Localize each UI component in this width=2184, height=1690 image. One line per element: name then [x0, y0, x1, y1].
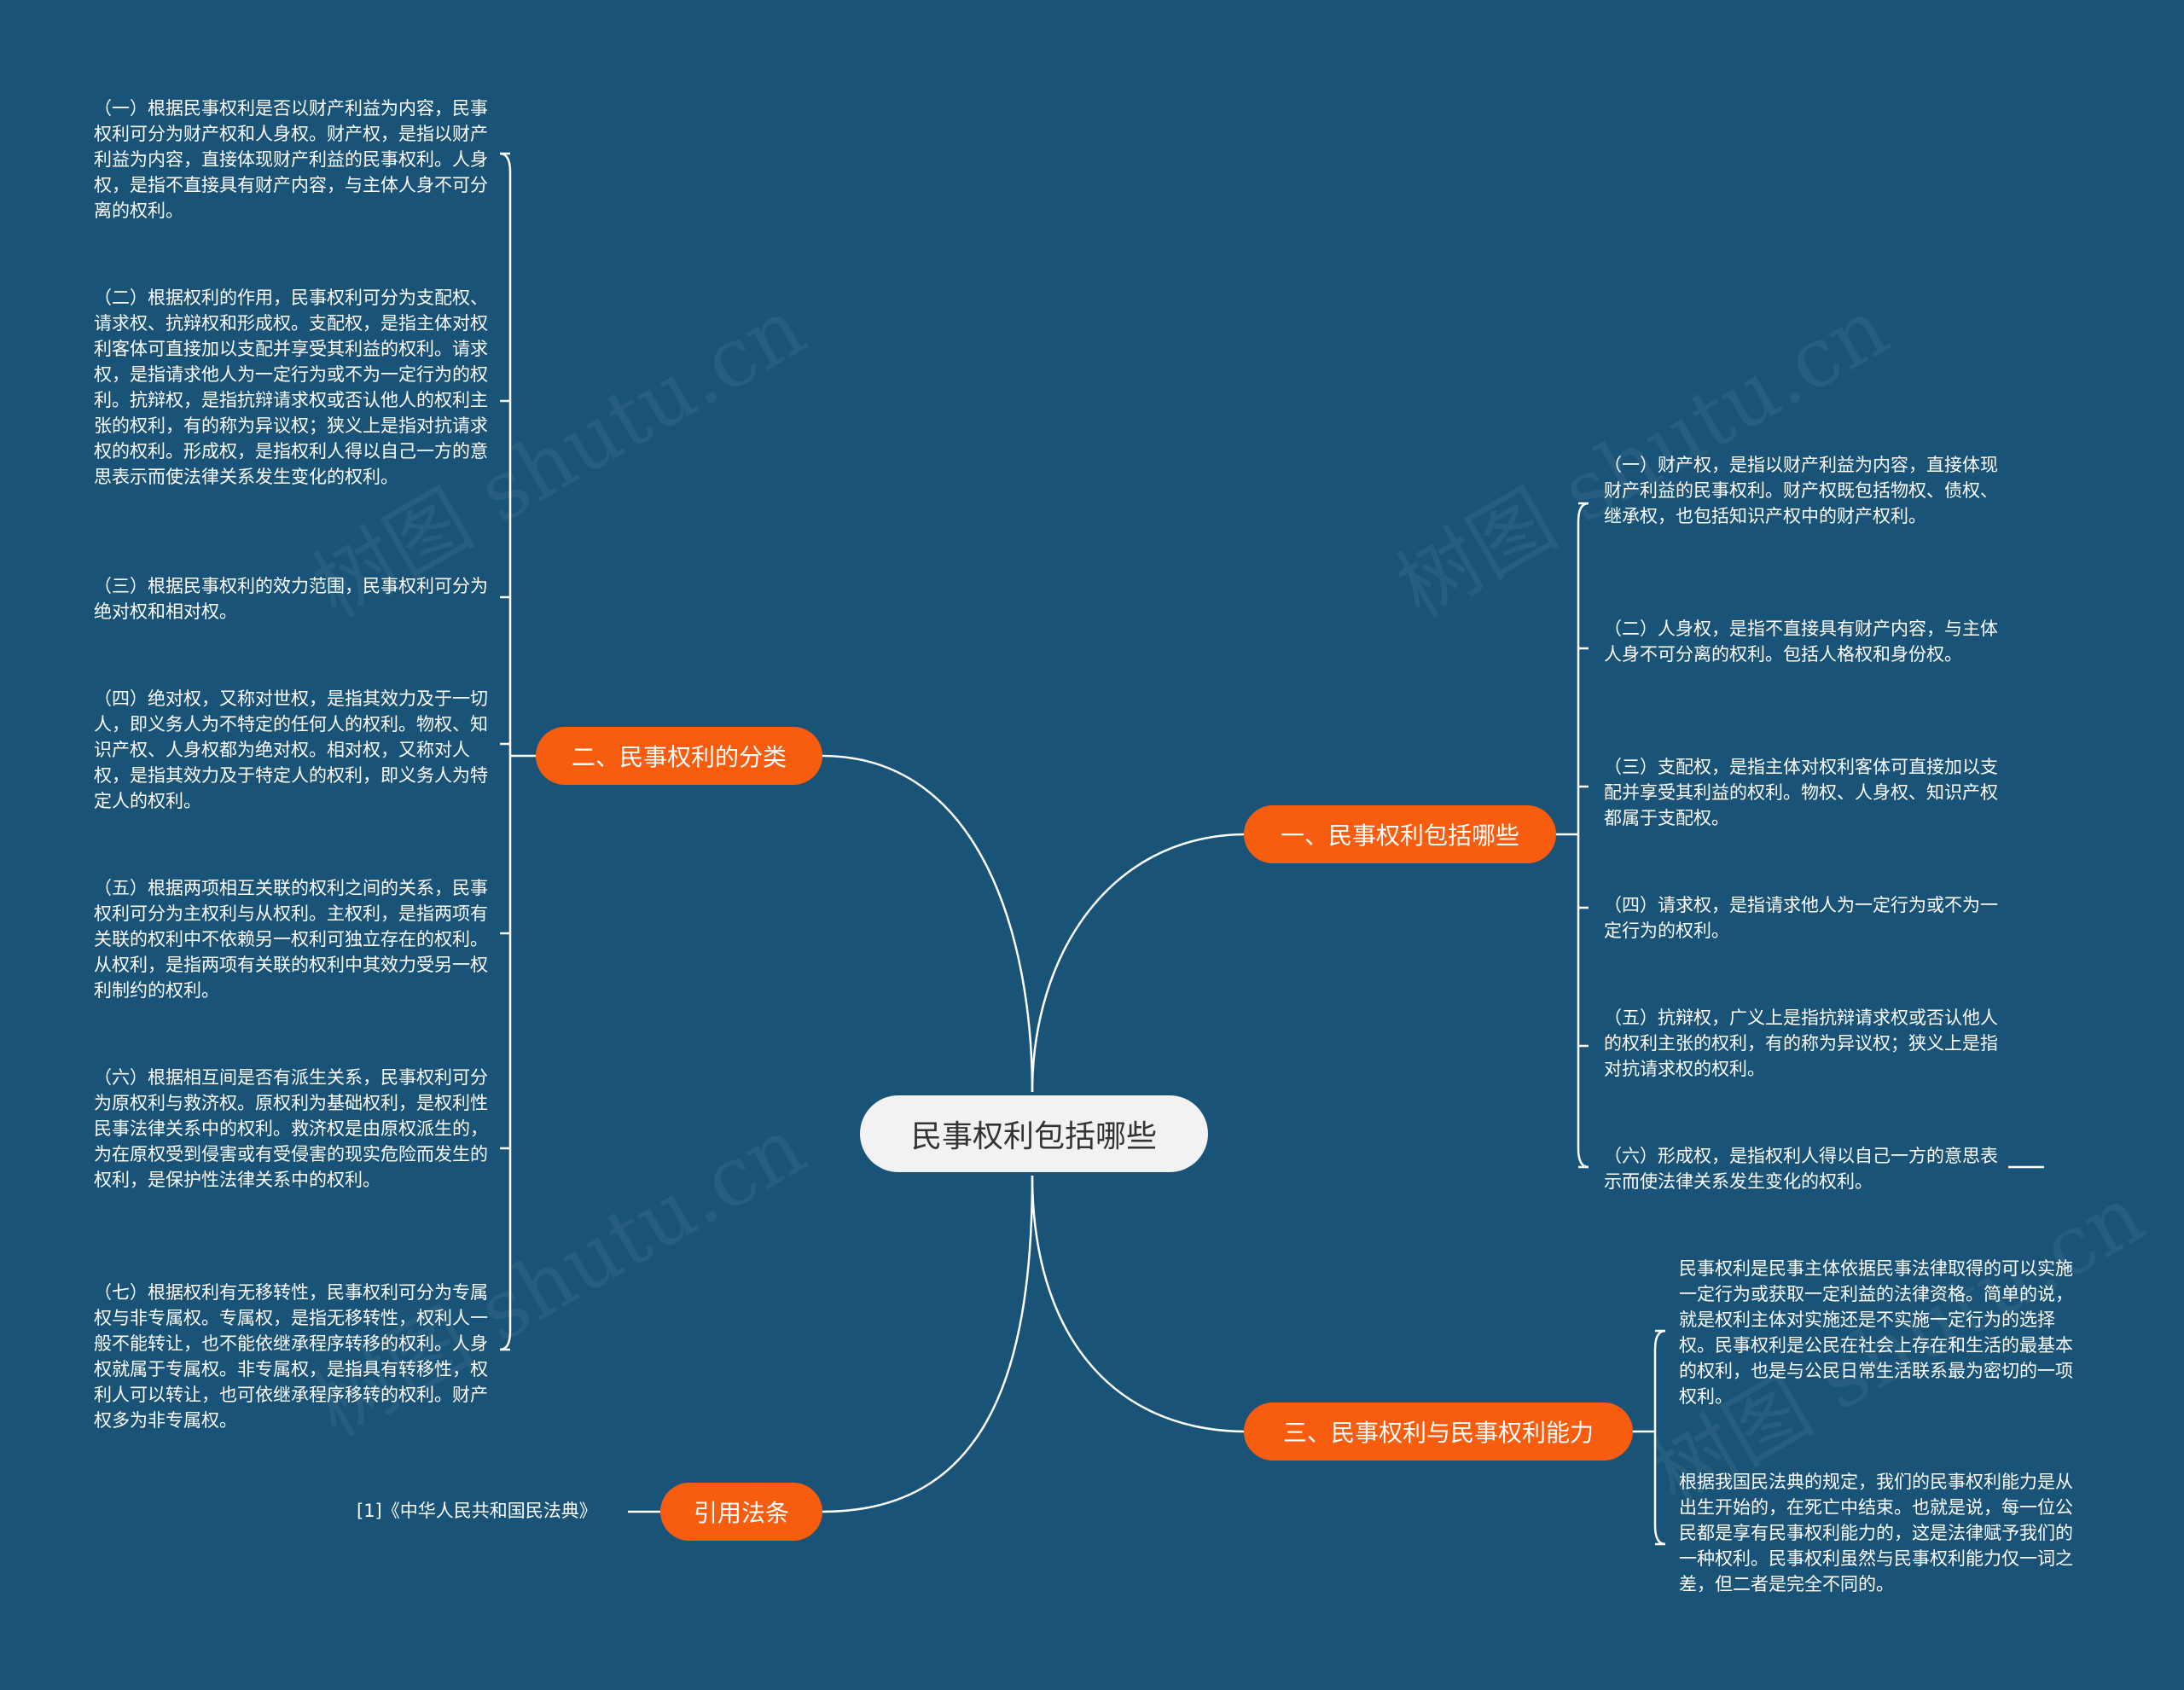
- leaf-text[interactable]: （六）根据相互间是否有派生关系，民事权利可分为原权利与救济权。原权利为基础权利，…: [94, 1067, 488, 1190]
- link-branch-leaf: [499, 152, 512, 1351]
- link-branch-leaf: [1577, 502, 1589, 1169]
- branch-label: 三、民事权利与民事权利能力: [1282, 1419, 1594, 1447]
- root-label: 民事权利包括哪些: [910, 1119, 1157, 1154]
- branch-node-rights-types[interactable]: 一、民事权利包括哪些: [1244, 805, 1556, 863]
- leaf-text[interactable]: （三）支配权，是指主体对权利客体可直接加以支配并享受其利益的权利。物权、人身权、…: [1604, 757, 1998, 828]
- link-root-branch: [822, 754, 1034, 1093]
- leaf-text[interactable]: （五）根据两项相互关联的权利之间的关系，民事权利可分为主权利与从权利。主权利，是…: [94, 878, 488, 1001]
- branch-node-cited-law[interactable]: 引用法条: [660, 1483, 822, 1541]
- branch-label: 引用法条: [693, 1499, 789, 1527]
- branch-node-classification[interactable]: 二、民事权利的分类: [536, 727, 822, 785]
- leaf-text[interactable]: 民事权利是民事主体依据民事法律取得的可以实施一定行为或获取一定利益的法律资格。简…: [1679, 1258, 2073, 1407]
- leaf-text[interactable]: （二）根据权利的作用，民事权利可分为支配权、请求权、抗辩权和形成权。支配权，是指…: [94, 287, 488, 487]
- leaf-text[interactable]: （二）人身权，是指不直接具有财产内容，与主体人身不可分离的权利。包括人格权和身份…: [1604, 619, 1998, 665]
- link-root-branch: [822, 1175, 1034, 1513]
- leaf-text[interactable]: [1]《中华人民共和国民法典》: [357, 1501, 597, 1521]
- link-branch-leaf: [1653, 1329, 1666, 1546]
- leaf-text[interactable]: （四）绝对权，又称对世权，是指其效力及于一切人，即义务人为不特定的任何人的权利。…: [94, 688, 488, 811]
- link-root-branch: [1031, 1175, 1245, 1433]
- leaf-text[interactable]: （一）财产权，是指以财产利益为内容，直接体现财产利益的民事权利。财产权既包括物权…: [1604, 455, 1998, 526]
- branch-node-rights-capacity[interactable]: 三、民事权利与民事权利能力: [1244, 1403, 1633, 1461]
- leaf-text[interactable]: （四）请求权，是指请求他人为一定行为或不为一定行为的权利。: [1604, 895, 1998, 941]
- root-node[interactable]: 民事权利包括哪些: [860, 1095, 1208, 1172]
- branch-label: 一、民事权利包括哪些: [1280, 822, 1519, 850]
- leaf-text[interactable]: （七）根据权利有无移转性，民事权利可分为专属权与非专属权。专属权，是指无移转性，…: [94, 1282, 488, 1431]
- link-root-branch: [1031, 833, 1245, 1093]
- leaf-text[interactable]: （一）根据民事权利是否以财产利益为内容，民事权利可分为财产权和人身权。财产权，是…: [94, 98, 488, 221]
- leaf-text[interactable]: 根据我国民法典的规定，我们的民事权利能力是从出生开始的，在死亡中结束。也就是说，…: [1679, 1472, 2073, 1594]
- leaf-text[interactable]: （六）形成权，是指权利人得以自己一方的意思表示而使法律关系发生变化的权利。: [1604, 1146, 1998, 1192]
- branch-label: 二、民事权利的分类: [571, 743, 787, 771]
- leaf-text[interactable]: （五）抗辩权，广义上是指抗辩请求权或否认他人的权利主张的权利，有的称为异议权；狭…: [1604, 1008, 1998, 1079]
- leaf-text[interactable]: （三）根据民事权利的效力范围，民事权利可分为绝对权和相对权。: [94, 576, 488, 622]
